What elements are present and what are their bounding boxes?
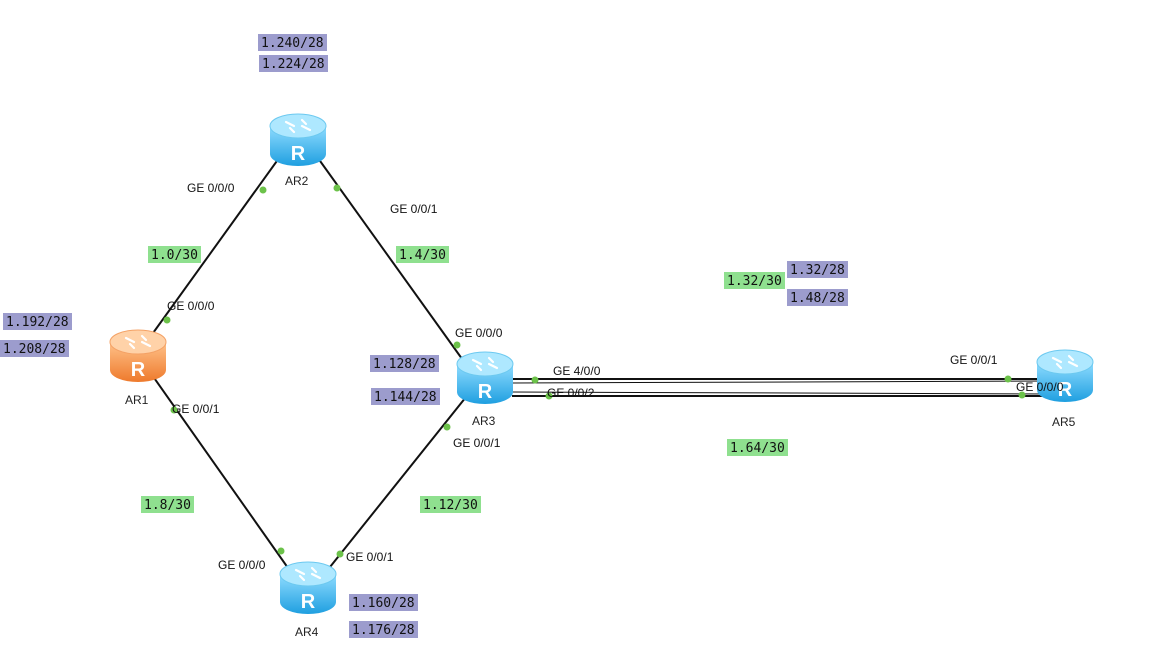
- port-dot-ar3-g400[interactable]: [531, 376, 539, 384]
- svg-text:R: R: [301, 591, 316, 613]
- port-label-ar3-g002: GE 0/0/2: [547, 386, 595, 400]
- router-icon: R: [1036, 349, 1094, 402]
- port-dot-ar5-g001[interactable]: [1004, 375, 1012, 383]
- port-dot-ar4-g000[interactable]: [277, 547, 285, 555]
- router-icon: R: [109, 329, 167, 382]
- loopback-label-ar3-b: 1.144/28: [371, 388, 440, 405]
- router-ar3[interactable]: R: [455, 346, 515, 408]
- port-label-ar5-g001: GE 0/0/1: [950, 353, 998, 367]
- port-label-ar1-g000: GE 0/0/0: [167, 299, 215, 313]
- loopback-label-ar1-b: 1.208/28: [0, 340, 69, 357]
- loopback-label-ar5-a: 1.32/28: [787, 261, 848, 278]
- router-ar5[interactable]: R: [1035, 344, 1095, 406]
- port-dot-ar1-g000[interactable]: [163, 316, 171, 324]
- router-icon: R: [456, 351, 514, 404]
- svg-text:R: R: [131, 359, 146, 381]
- port-label-ar5-g000: GE 0/0/0: [1016, 380, 1064, 394]
- router-ar1[interactable]: R: [108, 324, 168, 386]
- subnet-label-ar2-ar3: 1.4/30: [396, 246, 449, 263]
- link-ar1-ar2[interactable]: [147, 139, 293, 341]
- device-label-ar1: AR1: [125, 393, 149, 407]
- device-label-ar5: AR5: [1052, 415, 1076, 429]
- port-dot-ar3-g002[interactable]: [545, 392, 553, 400]
- port-label-ar3-g400: GE 4/0/0: [553, 364, 601, 378]
- device-label-ar2: AR2: [285, 174, 309, 188]
- port-label-ar4-g000: GE 0/0/0: [218, 558, 266, 572]
- router-icon: R: [279, 561, 337, 614]
- port-dot-ar4-g001[interactable]: [336, 550, 344, 558]
- loopback-label-ar2-a: 1.240/28: [258, 34, 327, 51]
- port-label-ar2-g000: GE 0/0/0: [187, 181, 235, 195]
- svg-text:R: R: [1058, 379, 1073, 401]
- loopback-label-ar3-a: 1.128/28: [370, 355, 439, 372]
- loopback-label-ar2-b: 1.224/28: [259, 55, 328, 72]
- loopback-label-ar1-a: 1.192/28: [3, 313, 72, 330]
- port-label-ar4-g001: GE 0/0/1: [346, 550, 394, 564]
- port-label-ar1-g001: GE 0/0/1: [172, 402, 220, 416]
- svg-text:R: R: [478, 381, 493, 403]
- router-ar2[interactable]: R: [268, 108, 328, 170]
- port-dot-ar3-g000[interactable]: [453, 341, 461, 349]
- link-ar3-ar4[interactable]: [317, 381, 479, 583]
- loopback-label-ar5-b: 1.48/28: [787, 289, 848, 306]
- port-dot-ar2-g001[interactable]: [333, 184, 341, 192]
- link-ar2-ar3[interactable]: [304, 139, 471, 371]
- subnet-label-ar1-ar2: 1.0/30: [148, 246, 201, 263]
- device-label-ar3: AR3: [472, 414, 496, 428]
- port-dot-ar2-g000[interactable]: [259, 186, 267, 194]
- subnet-label-ar3-ar4: 1.12/30: [420, 496, 481, 513]
- loopback-label-ar4-a: 1.160/28: [349, 594, 418, 611]
- port-label-ar3-g001: GE 0/0/1: [453, 436, 501, 450]
- subnet-label-ar3-ar5-b: 1.64/30: [727, 439, 788, 456]
- router-icon: R: [269, 113, 327, 166]
- port-dot-ar1-g001[interactable]: [170, 406, 178, 414]
- router-ar4[interactable]: R: [278, 556, 338, 618]
- loopback-label-ar4-b: 1.176/28: [349, 621, 418, 638]
- port-dot-ar3-g001[interactable]: [443, 423, 451, 431]
- subnet-label-ar1-ar4: 1.8/30: [141, 496, 194, 513]
- port-label-ar3-g000: GE 0/0/0: [455, 326, 503, 340]
- port-label-ar2-g001: GE 0/0/1: [390, 202, 438, 216]
- subnet-label-ar3-ar5-a: 1.32/30: [724, 272, 785, 289]
- port-dot-ar5-g000[interactable]: [1018, 391, 1026, 399]
- device-label-ar4: AR4: [295, 625, 319, 639]
- svg-text:R: R: [291, 143, 306, 165]
- link-ar1-ar4[interactable]: [144, 364, 301, 586]
